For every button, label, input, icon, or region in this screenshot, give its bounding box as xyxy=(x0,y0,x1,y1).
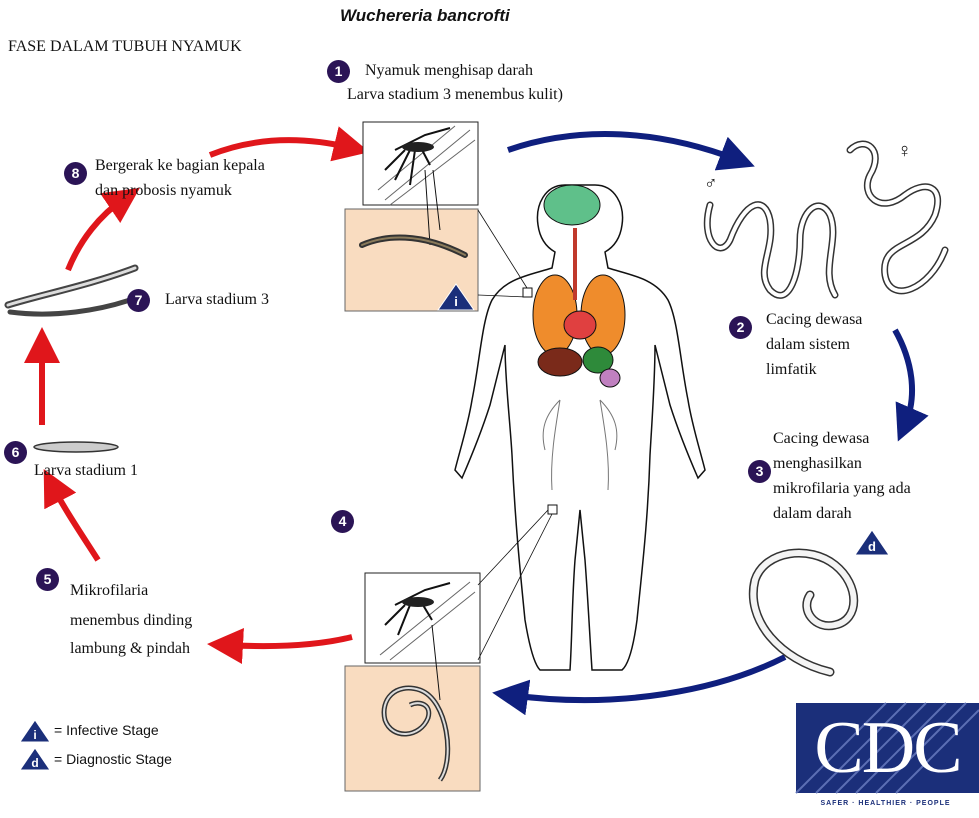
larva-stadium-3 xyxy=(8,268,135,314)
adult-worms xyxy=(707,144,945,295)
step-6-label: Larva stadium 1 xyxy=(34,460,138,482)
step-6-badge: 6 xyxy=(4,441,27,464)
step-7-badge: 7 xyxy=(127,289,150,312)
step-3-badge: 3 xyxy=(748,460,771,483)
larva-stadium-1 xyxy=(34,442,118,452)
microfilaria xyxy=(753,553,853,672)
diagnostic-stage-letter: d xyxy=(868,539,876,554)
diagram-title: Wuchereria bancrofti xyxy=(340,6,510,26)
liver xyxy=(538,348,582,376)
human-figure xyxy=(455,185,705,670)
diagnostic-stage-marker: d xyxy=(855,530,889,555)
legend-infective-marker: i xyxy=(20,720,50,742)
arrow-5-to-6 xyxy=(52,485,98,560)
heart xyxy=(564,311,596,339)
svg-text:d: d xyxy=(31,756,38,770)
step-5-badge: 5 xyxy=(36,568,59,591)
arrow-2-to-3 xyxy=(895,330,912,425)
spleen xyxy=(600,369,620,387)
cdc-logo-text: CDC xyxy=(796,703,979,793)
male-symbol: ♂ xyxy=(704,172,718,194)
arrow-1-to-2 xyxy=(508,134,738,160)
infective-stage-letter: i xyxy=(454,294,458,309)
step-2-line-1: Cacing dewasa xyxy=(766,309,862,331)
phase-label: FASE DALAM TUBUH NYAMUK xyxy=(8,38,242,56)
step-3-line-2: menghasilkan xyxy=(773,453,862,475)
brain xyxy=(544,185,600,225)
step-1-line-2: Larva stadium 3 menembus kulit) xyxy=(347,84,563,106)
step-4-badge: 4 xyxy=(331,510,354,533)
step-1-badge: 1 xyxy=(327,60,350,83)
step-3-line-4: dalam darah xyxy=(773,503,852,525)
step-5-line-2: menembus dinding xyxy=(70,610,192,632)
step-8-line-1: Bergerak ke bagian kepala xyxy=(95,155,265,177)
step-2-line-2: dalam sistem xyxy=(766,334,850,356)
step-5-line-1: Mikrofilaria xyxy=(70,580,148,602)
arrow-7-to-8 xyxy=(68,198,125,270)
arrow-4-to-5 xyxy=(225,637,352,646)
step-3-line-3: mikrofilaria yang ada xyxy=(773,478,911,500)
step-2-line-3: limfatik xyxy=(766,359,817,381)
step-1-line-1: Nyamuk menghisap darah xyxy=(365,60,533,82)
step-5-line-3: lambung & pindah xyxy=(70,638,190,660)
step-8-badge: 8 xyxy=(64,162,87,185)
svg-text:i: i xyxy=(33,728,36,742)
legend-infective-text: = Infective Stage xyxy=(54,722,159,738)
skin-site-upper xyxy=(523,288,532,297)
skin-site-lower xyxy=(548,505,557,514)
female-symbol: ♀ xyxy=(897,140,912,162)
step-7-label: Larva stadium 3 xyxy=(165,289,269,311)
cdc-tagline: SAFER · HEALTHIER · PEOPLE xyxy=(792,800,979,807)
legend-diagnostic-marker: d xyxy=(20,748,50,770)
mosquito-inset-top xyxy=(345,122,478,311)
arrow-8-to-1 xyxy=(210,140,352,155)
mosquito-inset-bottom xyxy=(345,573,480,791)
step-3-line-1: Cacing dewasa xyxy=(773,428,869,450)
legend-diagnostic-text: = Diagnostic Stage xyxy=(54,751,172,767)
step-8-line-2: dan probosis nyamuk xyxy=(95,180,232,202)
step-2-badge: 2 xyxy=(729,316,752,339)
